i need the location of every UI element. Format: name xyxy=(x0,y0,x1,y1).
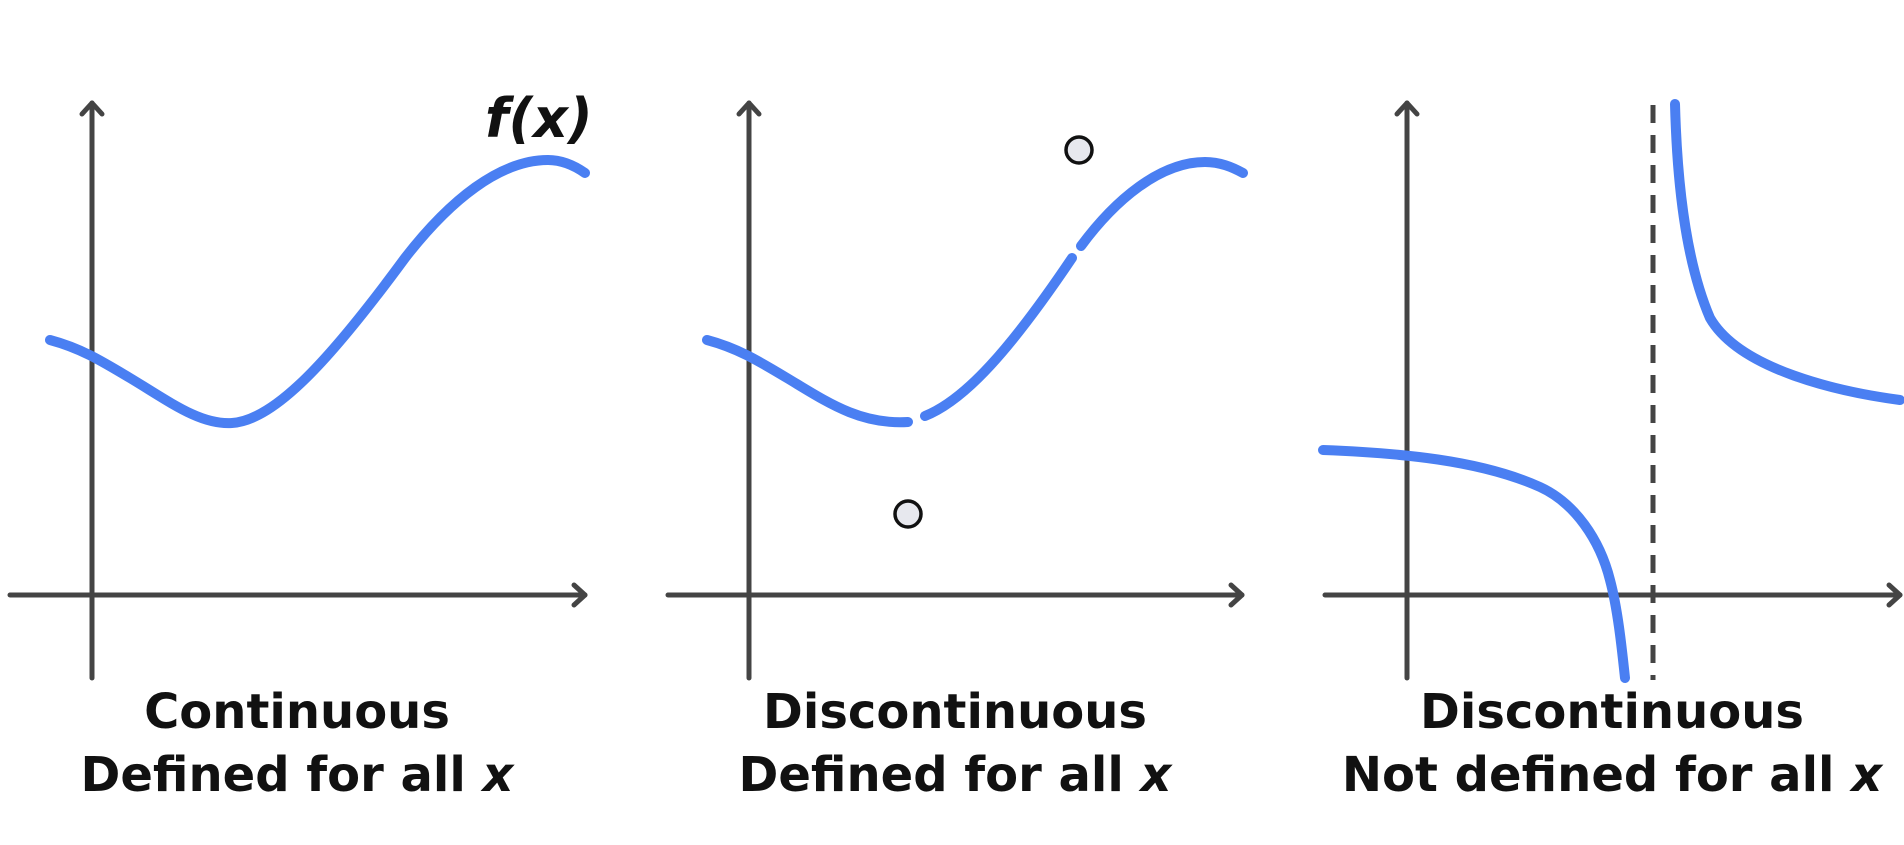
panel2-curve-segment-middle xyxy=(920,253,1077,421)
function-label: f(x) xyxy=(485,87,593,150)
panel1-y-axis-arrow xyxy=(79,100,105,117)
panel2-point-low xyxy=(893,499,923,529)
panel1-caption-line1: Continuous xyxy=(144,684,450,740)
panel3-caption-line1: Discontinuous xyxy=(1420,684,1804,740)
panel-discontinuous-defined: Discontinuous Defined for all x xyxy=(665,100,1248,803)
panel1-x-axis-arrow xyxy=(571,582,588,608)
panel3-caption-line2: Not defined for all x xyxy=(1342,747,1884,803)
panel2-y-axis-arrow xyxy=(736,100,762,117)
panel2-x-axis-arrow xyxy=(1228,582,1245,608)
panel3-curve-right-branch xyxy=(1670,99,1904,405)
panel-continuous: f(x) Continuous Defined for all x xyxy=(7,87,593,803)
panel1-caption-line2: Defined for all x xyxy=(81,747,516,803)
panel2-curve-segment-left xyxy=(702,335,913,428)
panel3-y-axis-arrow xyxy=(1394,100,1420,117)
panel2-caption-line2: Defined for all x xyxy=(739,747,1174,803)
panel-discontinuous-undefined: Discontinuous Not defined for all x xyxy=(1318,99,1904,803)
panel3-x-axis-arrow xyxy=(1886,582,1903,608)
panel2-curve-segment-right xyxy=(1076,157,1248,251)
panel3-curve-left-branch xyxy=(1318,445,1630,683)
panel2-point-high xyxy=(1064,135,1094,165)
panel2-caption-line1: Discontinuous xyxy=(763,684,1147,740)
panel1-continuous-curve xyxy=(45,155,590,429)
